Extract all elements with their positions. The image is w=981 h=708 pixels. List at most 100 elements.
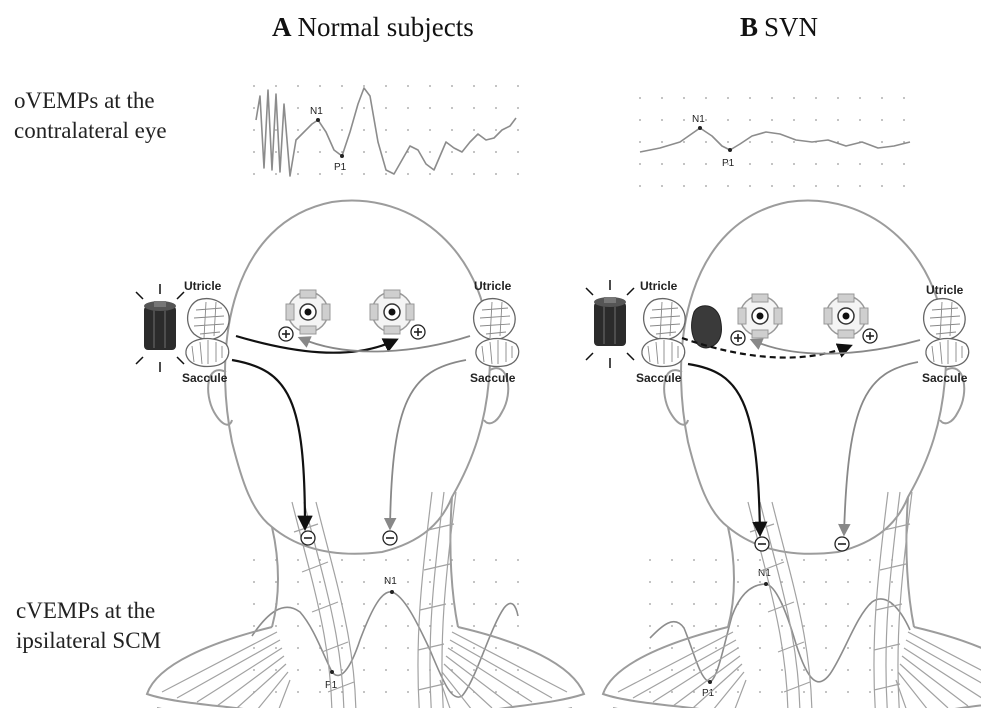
grid-dot — [649, 625, 651, 627]
grid-dot — [451, 107, 453, 109]
grid-dot — [671, 669, 673, 671]
grid-dot — [385, 625, 387, 627]
grid-dot — [385, 107, 387, 109]
grid-dot — [825, 647, 827, 649]
ovemp-label: oVEMPs at the contralateral eye — [14, 88, 167, 143]
grid-dot — [825, 581, 827, 583]
grid-dot — [297, 173, 299, 175]
grid-dot — [407, 669, 409, 671]
grid-dot — [903, 97, 905, 99]
grid-dot — [771, 141, 773, 143]
minus-sign — [835, 537, 849, 551]
grid-dot — [891, 669, 893, 671]
grid-dot — [693, 581, 695, 583]
saccule-label-b-left: Saccule — [636, 371, 682, 385]
grid-dot — [319, 85, 321, 87]
grid-dot — [473, 85, 475, 87]
grid-dot — [869, 559, 871, 561]
grid-dot — [517, 603, 519, 605]
grid-dot — [407, 647, 409, 649]
grid-dot — [495, 581, 497, 583]
grid-dot — [847, 625, 849, 627]
grid-dot — [363, 129, 365, 131]
grid-dot — [715, 581, 717, 583]
grid-dot — [473, 151, 475, 153]
grid-dot — [661, 141, 663, 143]
grid-dot — [793, 97, 795, 99]
grid-dot — [495, 129, 497, 131]
svg-text:N1: N1 — [692, 114, 705, 125]
grid-dot — [825, 691, 827, 693]
grid-dot — [429, 581, 431, 583]
grid-dot — [473, 129, 475, 131]
grid-dot — [473, 581, 475, 583]
grid-dot — [661, 97, 663, 99]
grid-dot — [363, 647, 365, 649]
grid-dot — [429, 129, 431, 131]
grid-dot — [727, 119, 729, 121]
grid-dot — [385, 85, 387, 87]
peak-n1-a-bot: N1 — [384, 576, 397, 594]
grid-dot — [903, 163, 905, 165]
grid-dot — [363, 151, 365, 153]
grid-dot — [847, 691, 849, 693]
panel-b-title: BSVN — [740, 12, 818, 42]
grid-dot — [451, 625, 453, 627]
grid-dot — [253, 603, 255, 605]
grid-dot — [715, 559, 717, 561]
grid-dot — [363, 603, 365, 605]
cvemp-trace-normal — [252, 592, 518, 697]
grid-dot — [517, 85, 519, 87]
grid-dot — [275, 85, 277, 87]
grid-dot — [407, 603, 409, 605]
grid-dot — [363, 669, 365, 671]
grid-dot — [749, 185, 751, 187]
grid-dot — [407, 625, 409, 627]
grid-dot — [363, 173, 365, 175]
grid-dot — [837, 119, 839, 121]
grid-dot — [859, 185, 861, 187]
grid-dot — [847, 581, 849, 583]
grid-dot — [825, 669, 827, 671]
peak-n1-a-top: N1 — [310, 106, 323, 122]
plus-sign — [863, 329, 877, 343]
grid-dot — [385, 603, 387, 605]
utricle-icon — [188, 299, 230, 340]
minus-sign — [755, 537, 769, 551]
grid-dot — [693, 603, 695, 605]
grid-dot — [253, 625, 255, 627]
grid-dot — [903, 185, 905, 187]
grid-dot — [891, 691, 893, 693]
grid-dot — [661, 185, 663, 187]
grid-dot — [891, 647, 893, 649]
grid-dot — [495, 691, 497, 693]
grid-dot — [429, 151, 431, 153]
grid-dot — [319, 129, 321, 131]
grid-dot — [671, 603, 673, 605]
grid-dot — [759, 559, 761, 561]
grid-dot — [803, 603, 805, 605]
utricle-label-a-left: Utricle — [184, 279, 222, 293]
grid-dot — [341, 625, 343, 627]
grid-dot — [451, 85, 453, 87]
grid-dot — [759, 581, 761, 583]
grid-dot — [825, 603, 827, 605]
grid-dot — [815, 97, 817, 99]
utricle-icon — [924, 299, 966, 340]
grid-dot — [473, 647, 475, 649]
grid-dot — [693, 625, 695, 627]
utricle-label-b-left: Utricle — [640, 279, 678, 293]
grid-dot — [517, 559, 519, 561]
grid-dot — [693, 669, 695, 671]
grid-dot — [363, 107, 365, 109]
grid-dot — [693, 559, 695, 561]
head-diagram-b — [603, 201, 981, 708]
grid-dot — [661, 163, 663, 165]
grid-dot — [781, 581, 783, 583]
cvemp-label: cVEMPs at the ipsilateral SCM — [16, 598, 161, 653]
grid-dot — [715, 603, 717, 605]
grid-dot — [639, 163, 641, 165]
minus-sign — [301, 531, 315, 545]
grid-dot — [771, 163, 773, 165]
grid-dot — [385, 559, 387, 561]
